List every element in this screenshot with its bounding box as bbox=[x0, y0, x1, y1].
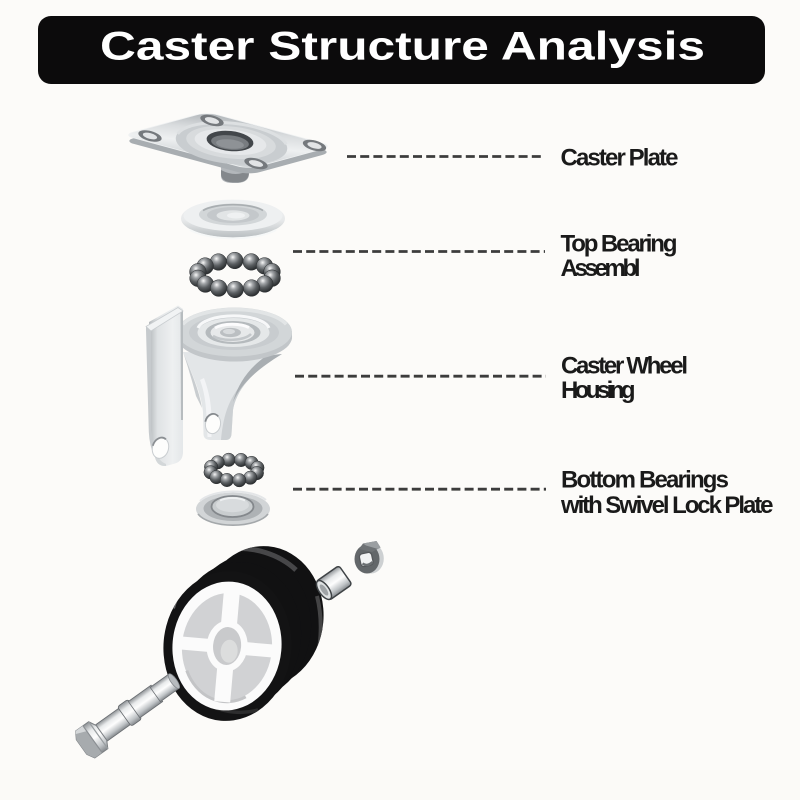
svg-text:Caster Structure Analysis: Caster Structure Analysis bbox=[100, 25, 705, 69]
svg-text:Top Bearing: Top Bearing bbox=[561, 231, 678, 258]
svg-text:Caster Plate: Caster Plate bbox=[561, 145, 679, 172]
svg-text:with Swivel Lock Plate: with Swivel Lock Plate bbox=[560, 492, 774, 519]
svg-text:Assembl: Assembl bbox=[561, 255, 641, 282]
svg-text:Caster Wheel: Caster Wheel bbox=[561, 353, 688, 380]
svg-text:Bottom Bearings: Bottom Bearings bbox=[561, 467, 729, 494]
svg-text:Housing: Housing bbox=[561, 377, 636, 404]
